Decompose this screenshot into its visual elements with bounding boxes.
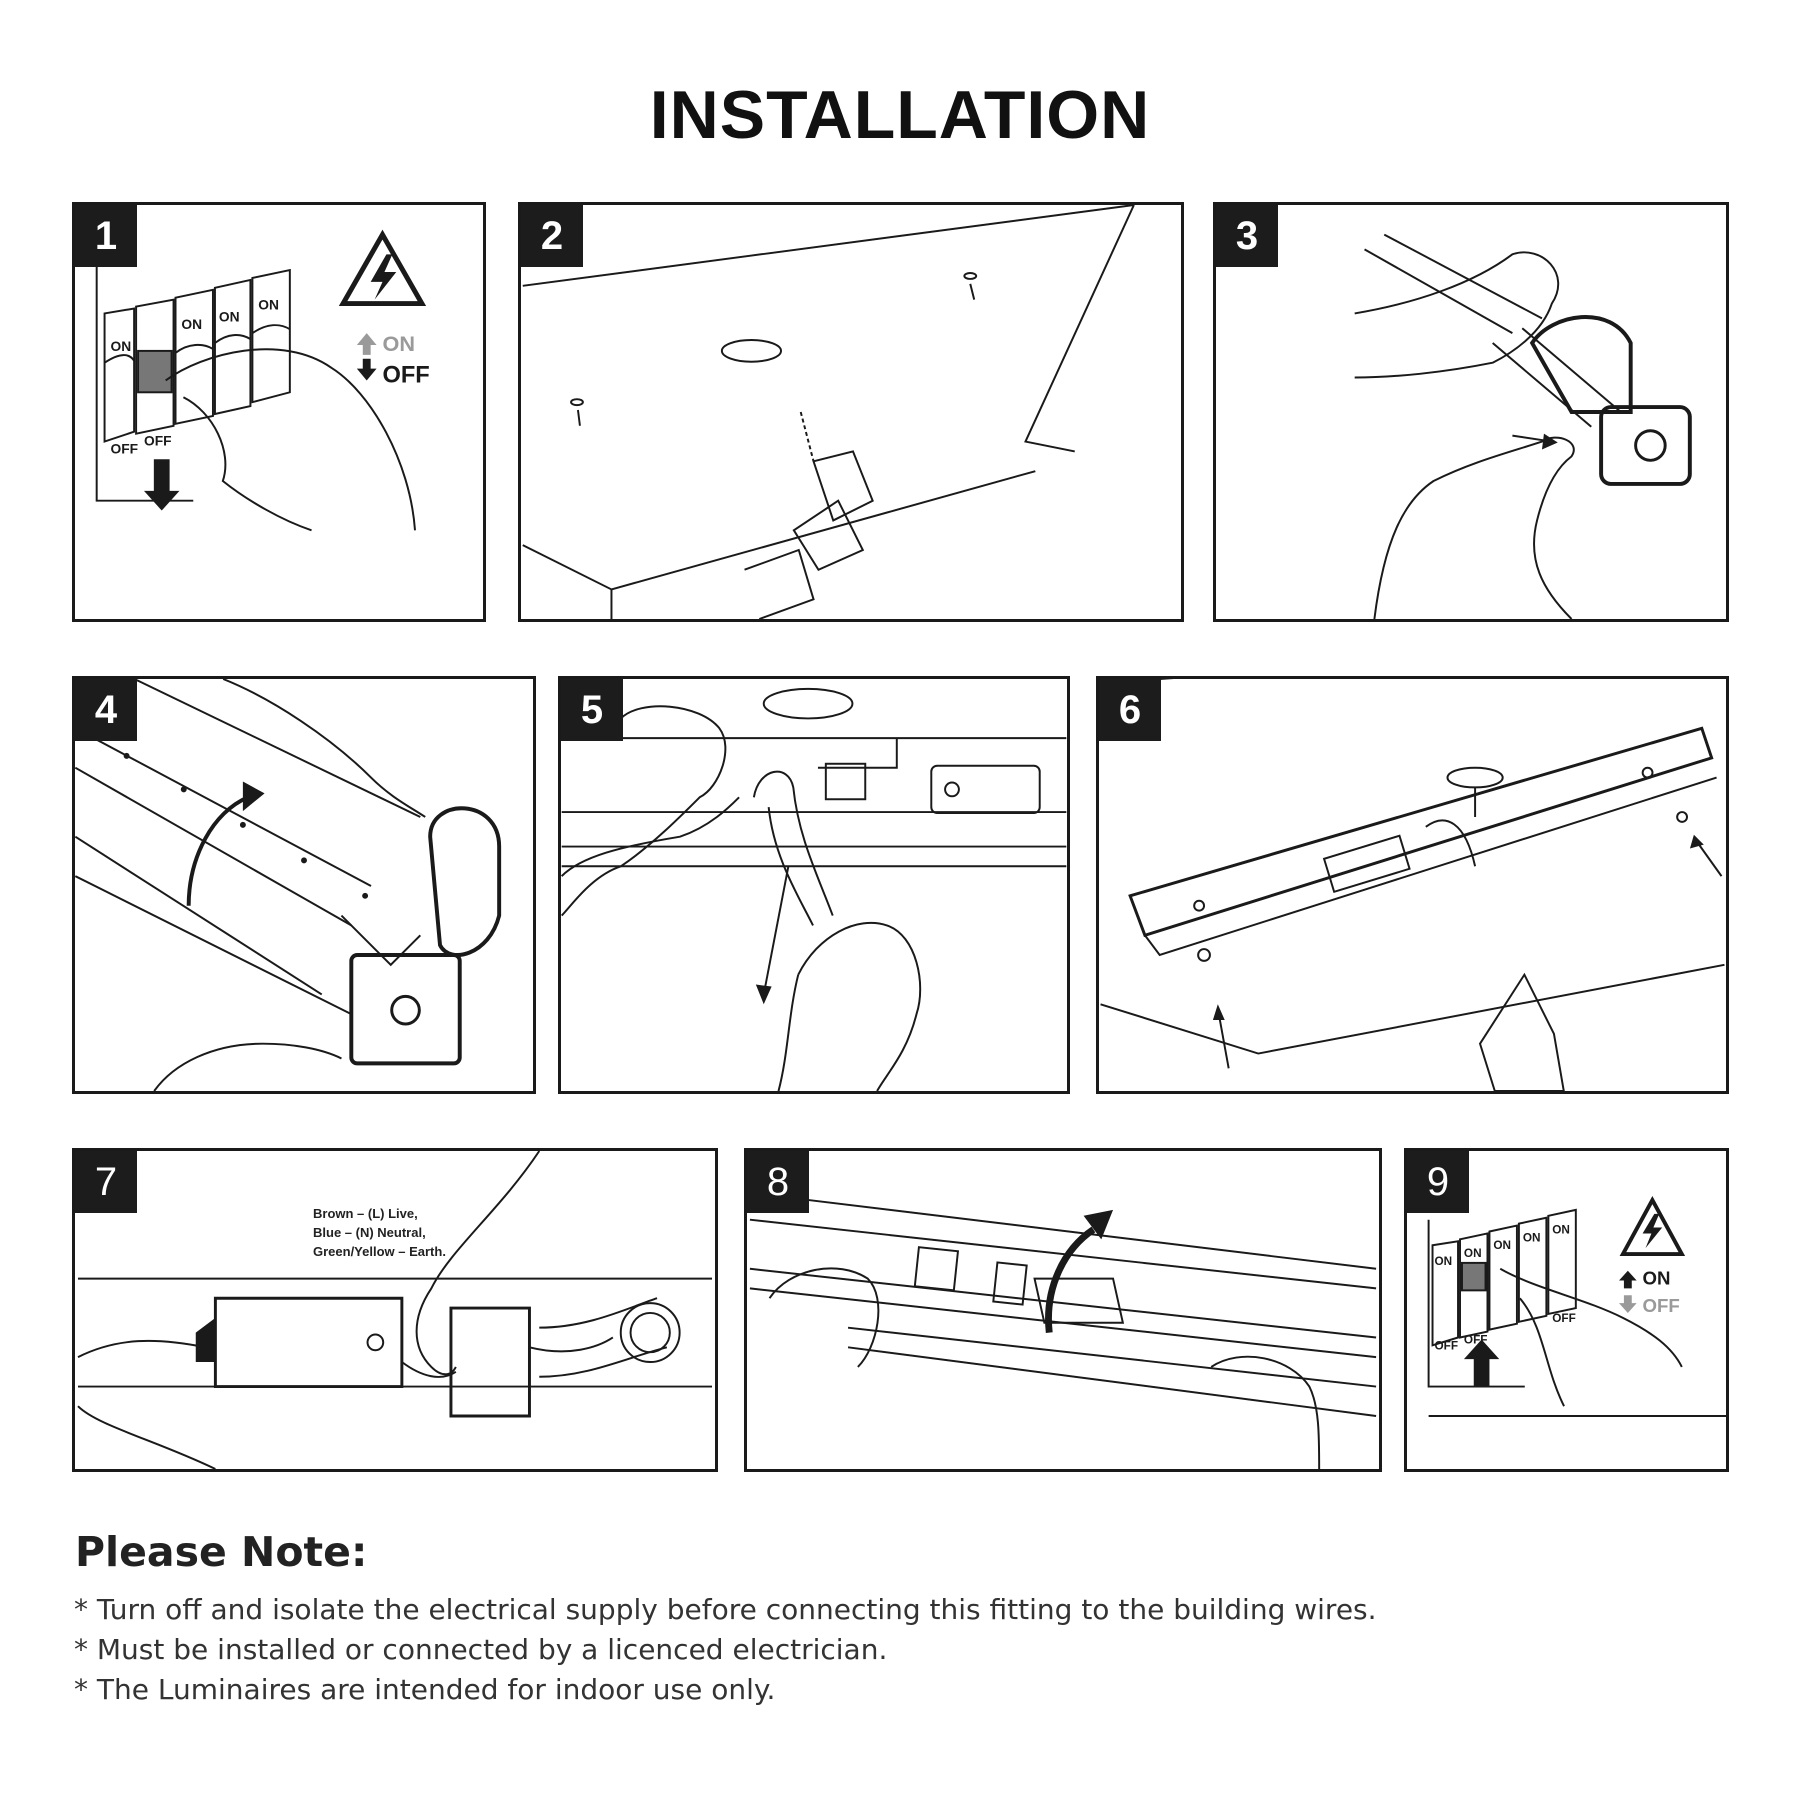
- breaker-off-illustration: ON ON ON ON OFF OFF ON OFF: [95, 229, 430, 532]
- wiring-note-line: Blue – (N) Neutral,: [313, 1225, 426, 1240]
- step-5-panel: 5: [558, 676, 1070, 1094]
- step-5-badge: 5: [561, 679, 623, 741]
- note-heading: Please Note:: [75, 1528, 368, 1576]
- legend-off-label: OFF: [1643, 1295, 1680, 1316]
- up-arrow-icon: [1689, 834, 1704, 849]
- step-6-badge: 6: [1099, 679, 1161, 741]
- switch-on-label: ON: [1523, 1231, 1541, 1244]
- wiring-note-line: Brown – (L) Live,: [313, 1206, 418, 1221]
- step-7-badge: 7: [75, 1151, 137, 1213]
- step-1-panel: 1 ON ON ON ON OFF OFF: [72, 202, 486, 622]
- switch-on-label: ON: [219, 309, 240, 324]
- switch-on-label: ON: [181, 317, 202, 332]
- switch-on-label: ON: [110, 339, 131, 354]
- note-item: * Turn off and isolate the electrical su…: [74, 1593, 1377, 1626]
- up-arrow-icon: [356, 333, 377, 355]
- up-arrow-icon: [1463, 1339, 1500, 1387]
- ceiling-drill-illustration: [522, 205, 1135, 619]
- breaker-on-illustration: ON ON ON ON ON OFF OFF OFF ON OFF: [1427, 1195, 1726, 1417]
- step-7-panel: 7 Brown – (L) Live, Blue – (N) Neutral, …: [72, 1148, 718, 1472]
- switch-off-label: OFF: [1552, 1312, 1576, 1325]
- step-4-panel: 4: [72, 676, 536, 1094]
- cover-lift-illustration: [75, 679, 502, 1091]
- high-voltage-warning-icon: [1619, 1195, 1686, 1257]
- note-list: * Turn off and isolate the electrical su…: [74, 1590, 1377, 1710]
- curved-arrow-icon: [242, 781, 265, 812]
- down-arrow-icon: [143, 459, 180, 511]
- switch-off-label: OFF: [1434, 1339, 1458, 1352]
- switch-off-label: OFF: [144, 434, 172, 449]
- cover-attach-illustration: [749, 1199, 1377, 1469]
- down-arrow-icon: [356, 358, 377, 381]
- step-6-panel: 6: [1096, 676, 1729, 1094]
- switch-off-label: OFF: [110, 441, 138, 456]
- step-8-badge: 8: [747, 1151, 809, 1213]
- high-voltage-warning-icon: [338, 229, 427, 307]
- down-arrow-icon: [755, 984, 772, 1005]
- up-arrow-icon: [1212, 1004, 1225, 1021]
- wiring-note-line: Green/Yellow – Earth.: [313, 1244, 446, 1259]
- step-4-badge: 4: [75, 679, 137, 741]
- step-1-badge: 1: [75, 205, 137, 267]
- curved-arrow-icon: [1083, 1209, 1114, 1240]
- wiring-connection-illustration: [77, 1151, 713, 1469]
- step-8-panel: 8: [744, 1148, 1382, 1472]
- wiring-color-note: Brown – (L) Live, Blue – (N) Neutral, Gr…: [313, 1204, 446, 1261]
- down-arrow-icon: [1619, 1295, 1637, 1313]
- switch-on-label: ON: [1464, 1247, 1482, 1260]
- page-title: INSTALLATION: [649, 77, 1151, 153]
- step-3-badge: 3: [1216, 205, 1278, 267]
- switch-on-label: ON: [1434, 1255, 1452, 1268]
- switch-on-label: ON: [1493, 1239, 1511, 1252]
- mount-base-illustration: [1100, 679, 1725, 1091]
- step-9-panel: 9 ON ON ON ON ON OFF OFF OFF: [1404, 1148, 1729, 1472]
- wire-feed-illustration: [561, 687, 1067, 1091]
- switch-on-label: ON: [258, 298, 279, 313]
- step-2-panel: 2: [518, 202, 1184, 622]
- legend-on-label: ON: [382, 331, 415, 356]
- up-arrow-icon: [1619, 1270, 1637, 1289]
- note-item: * The Luminaires are intended for indoor…: [74, 1673, 776, 1706]
- step-9-badge: 9: [1407, 1151, 1469, 1213]
- legend-on-label: ON: [1643, 1267, 1671, 1288]
- step-2-badge: 2: [521, 205, 583, 267]
- legend-off-label: OFF: [382, 362, 429, 388]
- note-item: * Must be installed or connected by a li…: [74, 1633, 888, 1666]
- switch-on-label: ON: [1552, 1223, 1570, 1236]
- step-3-panel: 3: [1213, 202, 1729, 622]
- end-cap-removal-illustration: [1354, 233, 1692, 619]
